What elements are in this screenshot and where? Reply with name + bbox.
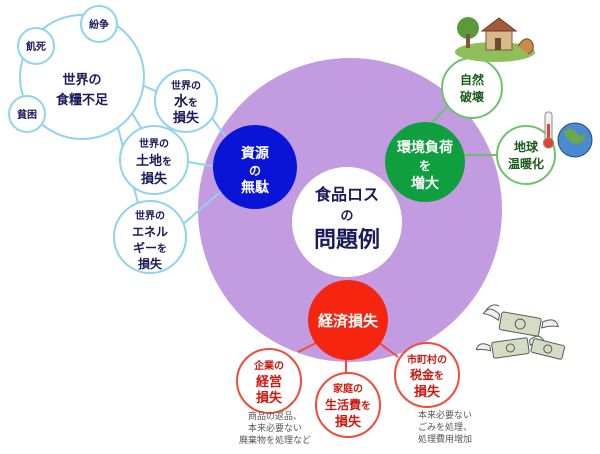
economic-hub-label: 経済損失: [318, 312, 379, 330]
resource-hub-line3: 無駄: [241, 179, 270, 196]
nature-line1: 自然: [460, 72, 484, 87]
conflict-node: [80, 5, 118, 43]
land-line2: 土地を: [136, 153, 172, 169]
company-line2: 経営: [256, 374, 282, 390]
environment-hub-line1: 環境負荷: [397, 139, 453, 156]
center-line2: の: [340, 209, 353, 224]
environment-hub: [385, 122, 465, 202]
energy-line1: 世界の: [135, 209, 165, 222]
household-line2: 生活費を: [325, 397, 371, 412]
warming-line1: 地球: [514, 139, 539, 154]
municipal-note-line3: 処理費用増加: [418, 433, 472, 445]
energy-line2: エネル: [132, 225, 168, 239]
municipal-line2: 税金を: [410, 367, 444, 382]
globe-thermometer-illustration: [543, 111, 593, 158]
environment-hub-line3: 増大: [411, 175, 439, 192]
resource-hub-line1: 資源: [241, 145, 269, 162]
household-line3: 損失: [335, 414, 362, 430]
household-line1: 家庭の: [333, 382, 363, 395]
company-note-line1: 商品の返品、: [248, 410, 302, 422]
house-tree-illustration: [455, 17, 535, 62]
line-econ-to-company: [297, 341, 319, 353]
famine-node: [17, 27, 55, 65]
municipal-line3: 損失: [414, 384, 441, 400]
line-econ-to-municipal: [377, 341, 399, 358]
center-circle: [292, 167, 402, 277]
center-line1: 食品ロス: [314, 185, 379, 204]
nature-line2: 破壊: [460, 89, 485, 104]
water-line3: 損失: [173, 110, 200, 126]
nature-node: [441, 57, 503, 119]
municipal-note-line2: ごみを処理、: [418, 421, 472, 433]
warming-node: [496, 125, 556, 185]
center-line3: 問題例: [314, 228, 380, 253]
poverty-node: [8, 95, 46, 133]
food-shortage-line1: 世界の: [62, 72, 101, 88]
flying-money-illustration: [475, 304, 566, 360]
line-water-to-hub: [211, 117, 229, 141]
line-land-to-hub: [187, 161, 213, 167]
energy-line3: ギーを: [133, 240, 167, 255]
energy-line4: 損失: [138, 256, 163, 271]
poverty-label: 貧困: [17, 108, 37, 121]
municipal-line1: 市町村の: [407, 353, 447, 366]
water-node: [154, 69, 218, 133]
municipal-note-line1: 本来必要ない: [418, 409, 472, 421]
environment-hub-line2: を: [419, 159, 431, 173]
land-line3: 損失: [141, 171, 168, 187]
company-node: [236, 348, 302, 414]
food-shortage-line2: 食糧不足: [56, 92, 109, 108]
company-line3: 損失: [256, 390, 283, 406]
company-line1: 企業の: [253, 359, 284, 372]
water-line2: 水を: [174, 93, 198, 110]
land-line1: 世界の: [139, 137, 169, 150]
energy-node: [113, 200, 187, 274]
municipal-node: [394, 342, 460, 408]
famine-label: 飢死: [25, 40, 46, 53]
resource-hub-line2: の: [249, 164, 261, 178]
household-node: [315, 372, 381, 438]
company-note-line3: 廃棄物を処理など: [239, 434, 311, 446]
warming-line2: 温暖化: [508, 156, 544, 171]
conflict-label: 紛争: [89, 18, 109, 31]
land-node: [119, 125, 189, 195]
company-note-line2: 本来必要ない: [248, 422, 302, 434]
water-line1: 世界の: [171, 79, 201, 92]
line-energy-to-hub: [181, 187, 226, 226]
economic-hub: [308, 280, 388, 360]
resource-hub: [213, 125, 297, 209]
